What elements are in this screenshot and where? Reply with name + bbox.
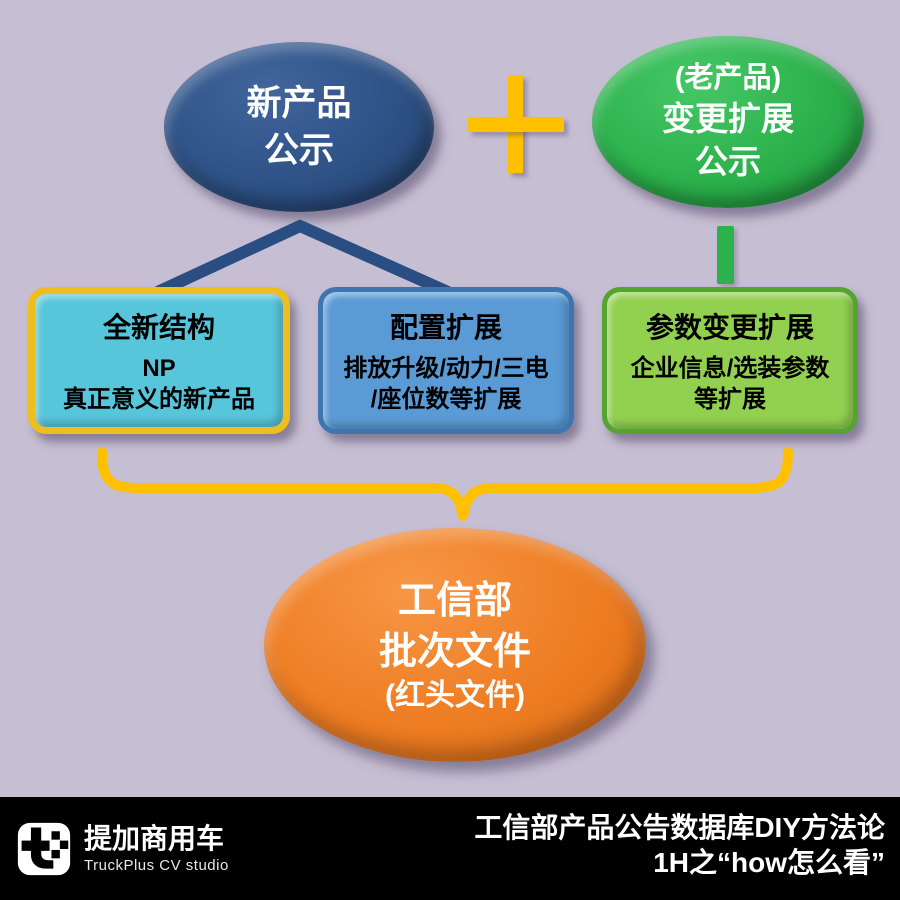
plus-horizontal-bar [468,117,564,132]
curly-brace-down-icon [97,447,793,521]
old-product-line3: 公示 [695,142,761,180]
footer-caption-line1: 工信部产品公告数据库DIY方法论 [474,812,885,843]
footer-bar: 提加商用车 TruckPlus CV studio 工信部产品公告数据库DIY方… [0,797,900,900]
box-param-extension-line1: 企业信息/选装参数 [630,354,830,382]
brand-logo-block: 提加商用车 TruckPlus CV studio [16,821,229,877]
old-product-line2: 变更扩展 [662,99,794,137]
result-line2: 批次文件 [378,631,531,673]
result-line1: 工信部 [397,579,512,622]
plus-icon [466,72,566,174]
footer-caption-line2: 1H之“how怎么看” [653,847,885,879]
brand-name: 提加商用车 [84,822,225,854]
box-new-structure-line1: NP [142,354,176,382]
new-product-line1: 新产品 [246,83,352,123]
box-config-extension-title: 配置扩展 [389,311,502,343]
box-new-structure: 全新结构 NP 真正意义的新产品 [28,287,290,434]
chevron-split-connector-icon [154,219,456,300]
box-config-extension-line1: 排放升级/动力/三电 [343,354,549,382]
result-ellipse: 工信部 批次文件 (红头文件) [264,528,646,762]
box-param-extension-line2: 等扩展 [694,386,766,413]
footer-captions: 工信部产品公告数据库DIY方法论 1H之“how怎么看” [474,810,885,881]
brand-text: 提加商用车 TruckPlus CV studio [84,822,229,875]
result-line3: (红头文件) [385,679,525,713]
box-param-extension: 参数变更扩展 企业信息/选装参数 等扩展 [602,287,858,434]
box-param-extension-title: 参数变更扩展 [645,311,814,343]
box-config-extension-line2: /座位数等扩展 [370,386,522,413]
box-new-structure-line2: 真正意义的新产品 [63,386,255,413]
truckplus-logo-icon [17,822,71,876]
new-product-line2: 公示 [263,131,334,170]
box-new-structure-title: 全新结构 [102,311,215,343]
old-product-line1: (老产品) [674,62,782,95]
new-product-ellipse: 新产品 公示 [164,42,434,212]
vertical-bar-connector-icon [717,226,734,284]
box-config-extension: 配置扩展 排放升级/动力/三电 /座位数等扩展 [318,287,574,434]
brand-subtitle: TruckPlus CV studio [84,857,229,875]
old-product-ellipse: (老产品) 变更扩展 公示 [592,36,864,208]
